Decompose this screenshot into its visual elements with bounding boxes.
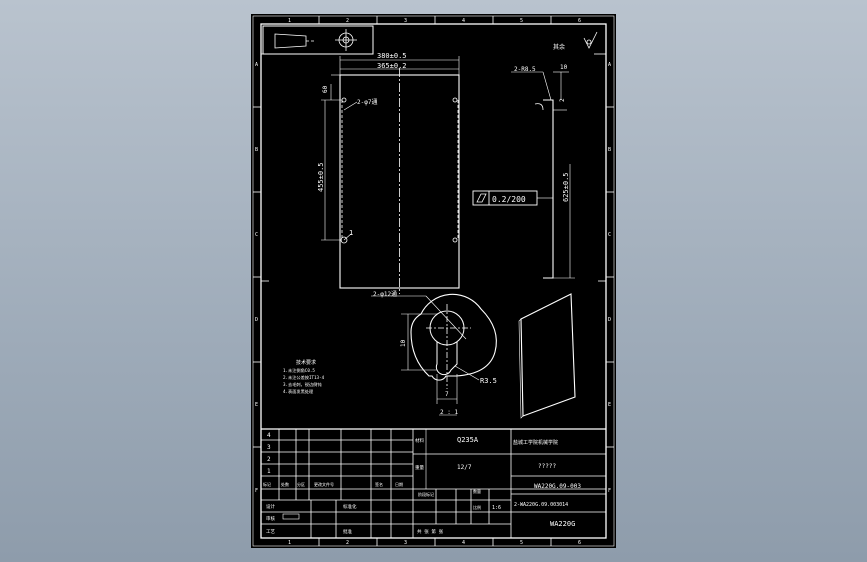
role-label: 批准 (343, 528, 352, 535)
tech-requirements-title: 技术要求 (296, 359, 316, 366)
detail-dim-height: 10 (400, 339, 407, 347)
zone-row-label: E (608, 402, 611, 408)
drawing-sheet: 1 2 3 4 5 6 1 2 3 4 5 6 A B C D E F A B … (251, 14, 616, 548)
zone-row-label: A (608, 62, 611, 68)
isometric-view (518, 293, 576, 419)
side-radius-note: 2-R8.5 (514, 66, 536, 73)
quantity-label: 数量 (473, 488, 481, 494)
title-block-text: 4 3 2 1 标记 处数 分区 更改文件号 签名 日期 设计 审核 工艺 标准… (263, 432, 581, 535)
zone-labels: 1 2 3 4 5 6 1 2 3 4 5 6 A B C D E F A B … (255, 18, 611, 546)
weight-label: 重量 (415, 464, 424, 471)
revision-header: 处数 (281, 481, 289, 487)
tech-requirement-line: 1.未注倒角C0.5 (283, 367, 315, 374)
zone-row-label: D (255, 317, 258, 323)
side-dim-thickness: 10 (560, 64, 568, 71)
company-name: 盐城工学院机械学院 (513, 439, 558, 446)
revision-number: 3 (267, 444, 271, 451)
dim-width-outer: 380±0.5 (377, 52, 407, 60)
scale-value: 1:6 (492, 505, 501, 511)
zone-row-label: B (608, 147, 611, 153)
projection-symbol (262, 25, 374, 55)
zone-row-label: C (608, 232, 611, 238)
zone-column-label: 3 (404, 540, 407, 546)
tech-requirements: 技术要求 1.未注倒角C0.5 2.未注公差按IT13-4 3.去毛刺，锐边倒钝… (283, 359, 325, 395)
callout-number: 1 (349, 229, 353, 237)
zone-column-label: 1 (288, 18, 291, 24)
sheet-inner-frame (260, 23, 607, 539)
tech-requirement-line: 2.未注公差按IT13-4 (283, 374, 325, 381)
title-block (260, 428, 606, 538)
zone-column-label: 4 (462, 540, 465, 546)
flatness-tolerance: 0.2/200 (492, 195, 526, 204)
role-label: 标准化 (343, 503, 357, 510)
revision-header: 分区 (297, 481, 305, 487)
dim-width-inner: 365±0.2 (377, 62, 407, 70)
hole-note: 2-φ7通 (357, 98, 377, 106)
roughness-note: 其余 (553, 43, 565, 51)
material-value: Q235A (457, 436, 479, 444)
tech-requirement-line: 3.去毛刺，锐边倒钝 (283, 381, 322, 388)
product-name: WA220G (550, 520, 575, 528)
detail-view (371, 293, 497, 416)
drawing-number: WA220G.09-003 (534, 483, 581, 490)
zone-row-label: A (255, 62, 258, 68)
zone-column-label: 5 (520, 540, 523, 546)
zone-row-label: F (608, 488, 611, 494)
revision-number: 2 (267, 456, 271, 463)
revision-header: 日期 (395, 481, 403, 487)
dim-height: 455±0.5 (317, 162, 325, 192)
drawing-title: ????? (538, 463, 556, 470)
zone-column-label: 2 (346, 18, 349, 24)
dim-edge: 60 (322, 85, 329, 93)
zone-column-label: 5 (520, 18, 523, 24)
stage-label: 阶段标记 (418, 491, 434, 497)
role-label: 设计 (266, 503, 275, 510)
side-dim-length: 625±0.5 (562, 172, 570, 202)
weight-value: 12/7 (457, 464, 472, 471)
zone-ticks (253, 16, 614, 546)
zone-row-label: B (255, 147, 258, 153)
detail-hole-note: 2-φ12通 (373, 290, 397, 298)
revision-number: 1 (267, 468, 271, 475)
detail-scale-label: 2 : 1 (440, 409, 458, 416)
sheet-count: 共 张 第 张 (417, 528, 444, 535)
zone-column-label: 4 (462, 18, 465, 24)
zone-column-label: 3 (404, 18, 407, 24)
revision-header: 更改文件号 (314, 481, 334, 487)
sheet-outer-frame (252, 15, 615, 547)
detail-dim-width: 7 (445, 391, 449, 398)
side-view (472, 71, 575, 279)
role-label: 审核 (266, 515, 275, 522)
zone-column-label: 6 (578, 540, 581, 546)
tech-requirement-line: 4.表面发黑处理 (283, 388, 314, 395)
assembly-number: 2-WA220G.09.003014 (514, 502, 568, 508)
zone-row-label: C (255, 232, 258, 238)
scale-label: 比例 (473, 504, 481, 510)
zone-column-label: 2 (346, 540, 349, 546)
top-view (321, 56, 460, 294)
role-label: 工艺 (266, 529, 275, 535)
zone-column-label: 1 (288, 540, 291, 546)
roughness-symbol (583, 31, 598, 49)
zone-row-label: F (255, 488, 258, 494)
zone-row-label: D (608, 317, 611, 323)
detail-radius-note: R3.5 (480, 377, 497, 385)
cad-drawing: 1 2 3 4 5 6 1 2 3 4 5 6 A B C D E F A B … (252, 15, 615, 547)
material-label: 材料 (415, 437, 424, 444)
revision-header: 标记 (263, 481, 271, 487)
side-dim-offset: 2 (559, 98, 566, 102)
revision-number: 4 (267, 432, 271, 439)
zone-row-label: E (255, 402, 258, 408)
revision-header: 签名 (375, 481, 383, 487)
zone-column-label: 6 (578, 18, 581, 24)
